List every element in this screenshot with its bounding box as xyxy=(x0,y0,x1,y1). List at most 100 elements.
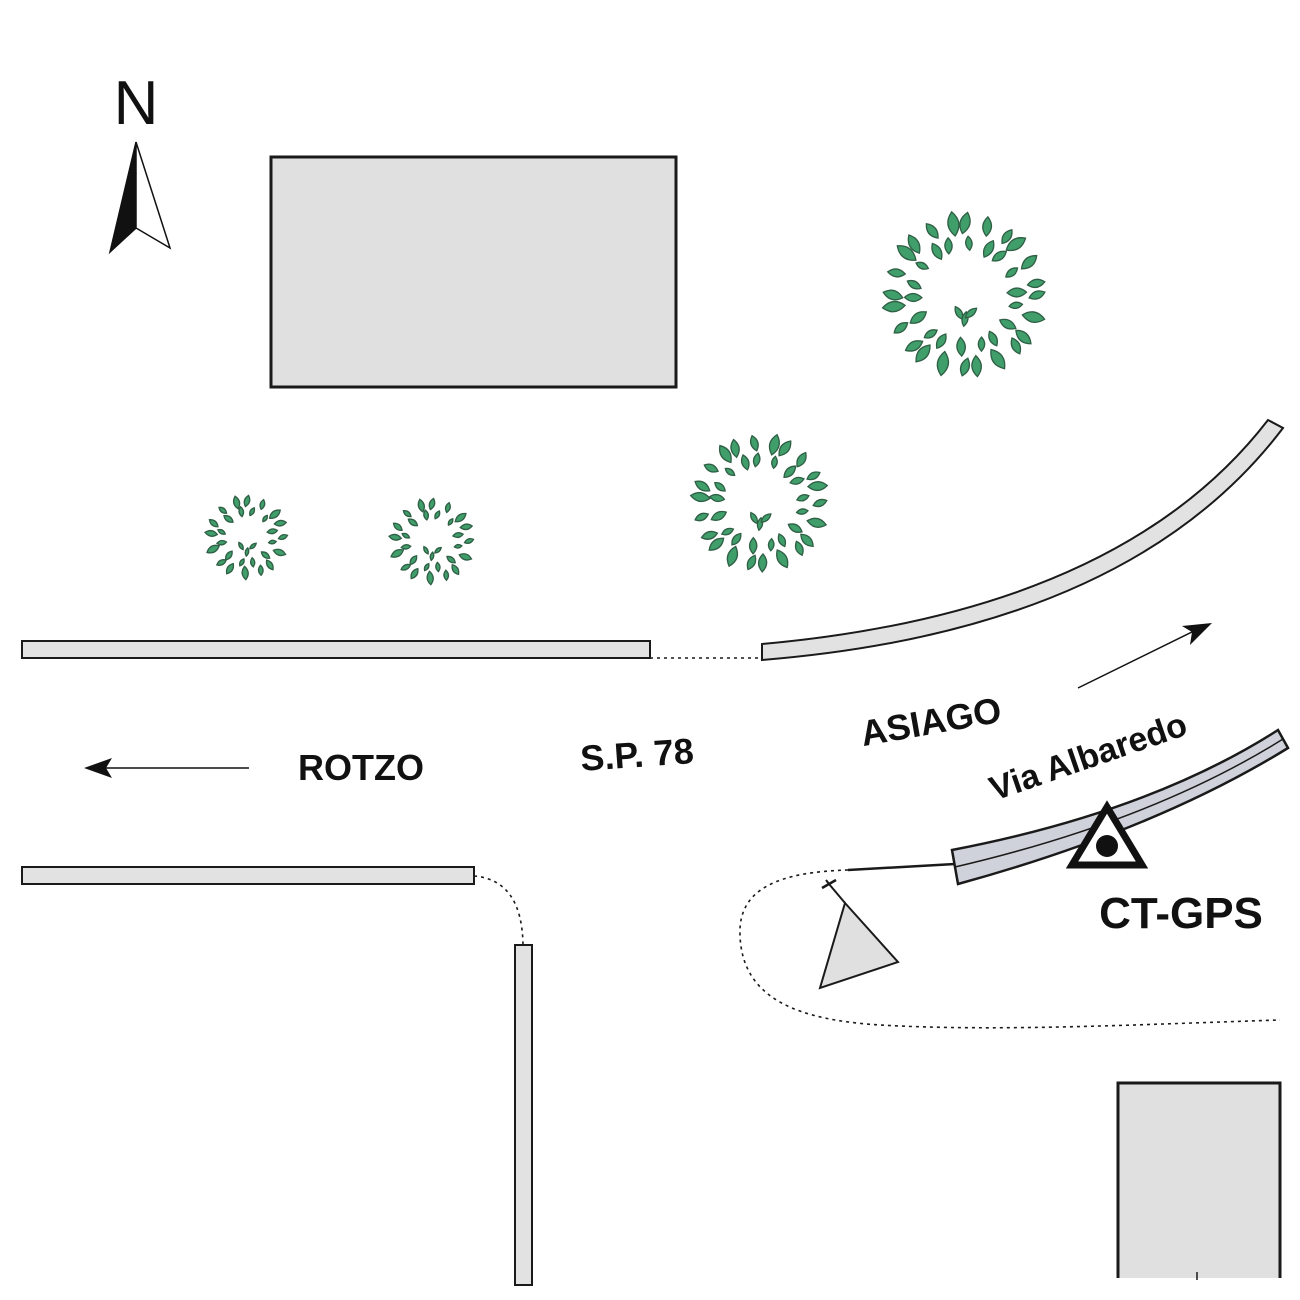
leaf-icon xyxy=(215,539,228,546)
leaf-icon xyxy=(700,530,719,540)
leaf-icon xyxy=(249,506,256,517)
leaf-icon xyxy=(931,242,943,261)
leaf-icon xyxy=(268,509,282,519)
triangle-with-dot-icon xyxy=(1065,800,1149,869)
leaf-icon xyxy=(225,550,233,561)
leaf-icon xyxy=(982,239,995,258)
leaf-icon xyxy=(390,549,405,558)
leaf-icon xyxy=(262,514,268,523)
leaf-icon xyxy=(956,336,966,358)
leaf-icon xyxy=(708,493,726,503)
leaf-icon xyxy=(454,512,467,523)
road-edge-corner-gap xyxy=(473,875,524,946)
leaf-icon xyxy=(881,300,907,313)
leaf-icon xyxy=(714,481,726,492)
leaf-icon xyxy=(433,546,443,554)
leaf-icon xyxy=(767,537,775,552)
leaf-icon xyxy=(757,552,768,573)
arrow-up-right-icon xyxy=(1077,623,1212,689)
leaf-icon xyxy=(708,537,725,551)
leaf-icon xyxy=(768,433,780,456)
leaf-icon xyxy=(443,569,450,582)
leaf-icon xyxy=(947,210,960,237)
leaf-icon xyxy=(771,455,778,470)
leaf-icon xyxy=(749,434,759,452)
leaf-icon xyxy=(423,509,430,521)
leaf-icon xyxy=(965,235,973,252)
leaf-icon xyxy=(1010,337,1022,355)
leaf-icon xyxy=(731,532,742,546)
north-label: N xyxy=(114,69,159,138)
leaf-icon xyxy=(1020,254,1038,270)
leaf-icon xyxy=(800,533,814,548)
road-curb-side-street xyxy=(514,944,533,1286)
leaf-icon xyxy=(407,518,419,527)
leaf-icon xyxy=(694,480,711,492)
building-southeast xyxy=(1116,1081,1282,1278)
leaf-icon xyxy=(217,528,227,535)
leaf-icon xyxy=(446,555,456,564)
road-number-label: S.P. 78 xyxy=(579,730,695,779)
leaf-icon xyxy=(882,289,904,301)
leaf-icon xyxy=(703,463,719,473)
leaf-icon xyxy=(257,564,264,577)
leaf-icon xyxy=(998,318,1017,330)
leaf-icon xyxy=(796,451,807,468)
leaf-icon xyxy=(1001,228,1013,245)
leaf-icon xyxy=(208,519,219,528)
leaf-icon xyxy=(459,523,474,531)
leaf-icon xyxy=(730,438,740,459)
leaf-icon xyxy=(923,329,938,339)
tree-medium xyxy=(689,433,829,573)
leaf-icon xyxy=(724,467,736,477)
leaf-icon xyxy=(451,563,460,576)
leaf-icon xyxy=(925,222,939,239)
leaf-icon xyxy=(402,509,412,518)
leaf-icon xyxy=(778,440,792,457)
leaf-icon xyxy=(272,548,287,557)
leaf-icon xyxy=(959,357,971,377)
tree-large-northeast xyxy=(881,210,1046,378)
leaf-icon xyxy=(903,292,923,303)
leaf-icon xyxy=(241,565,249,581)
leaf-icon xyxy=(243,494,251,508)
leaf-icon xyxy=(434,510,441,520)
leaf-icon xyxy=(720,527,735,536)
leaf-icon xyxy=(417,498,425,513)
leaf-icon xyxy=(244,546,250,558)
leaf-icon xyxy=(444,501,451,514)
leaf-icon xyxy=(904,340,924,352)
rotzo-label: ROTZO xyxy=(298,747,424,788)
leaf-icon xyxy=(694,512,710,522)
station-label: CT-GPS xyxy=(1099,889,1263,938)
leaf-icon xyxy=(795,494,810,502)
leaf-icon xyxy=(795,508,809,515)
leaf-icon xyxy=(777,533,787,548)
road-curb-north-east-curve xyxy=(761,418,1285,662)
leaf-icon xyxy=(265,559,274,571)
leaf-icon xyxy=(990,348,1006,370)
leaf-icon xyxy=(991,250,1008,262)
leaf-icon xyxy=(1005,267,1019,278)
leaf-icon xyxy=(453,543,463,549)
leaf-icon xyxy=(971,354,982,378)
tree-small-middle xyxy=(388,497,475,586)
leaf-icon xyxy=(760,513,772,523)
leaf-icon xyxy=(964,307,978,319)
road-curb-south-west xyxy=(21,866,475,885)
asiago-label: ASIAGO xyxy=(857,689,1004,754)
leaf-icon xyxy=(915,261,930,270)
leaf-icon xyxy=(429,551,435,562)
leaf-icon xyxy=(423,545,429,555)
leaf-icon xyxy=(806,471,821,481)
leaf-icon xyxy=(726,545,739,568)
leaf-icon xyxy=(238,505,245,518)
leaf-icon xyxy=(428,497,436,511)
leaf-icon xyxy=(259,498,266,511)
leaf-icon xyxy=(401,532,411,539)
leaf-icon xyxy=(936,350,950,377)
parcel-boundary-dashed xyxy=(739,869,1281,1029)
leaf-icon xyxy=(776,549,789,569)
leaf-icon xyxy=(239,558,245,567)
leaf-icon xyxy=(277,534,289,540)
